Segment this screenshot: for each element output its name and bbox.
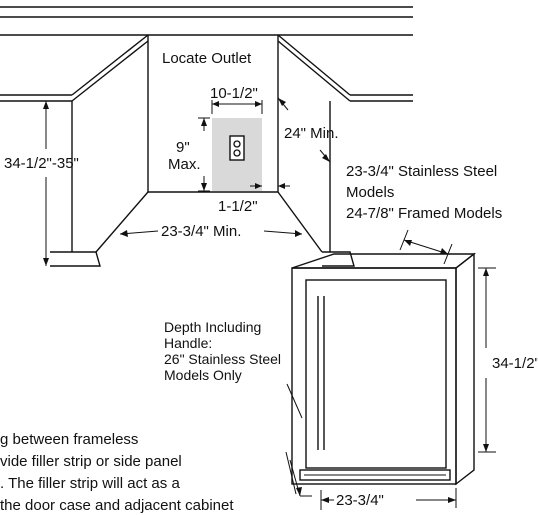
cabinet-opening: [0, 34, 413, 267]
depth-label-line-2: Models: [346, 184, 394, 201]
outlet-icon: [229, 135, 245, 161]
handle-label-line-1: Depth Including: [164, 319, 261, 335]
height-range-label: 34-1/2"-35": [4, 155, 79, 172]
unit-height-label: 34-1/2": [492, 355, 538, 372]
handle-label-line-2: Handle:: [164, 335, 212, 351]
depth-label-line-3: 24-7/8" Framed Models: [346, 205, 502, 222]
note-line-2: vide filler strip or side panel: [0, 453, 182, 470]
opening-width-dimension: [119, 230, 303, 237]
outlet-area: [212, 118, 262, 191]
max-height-word-label: Max.: [168, 156, 201, 173]
side-min-dimension: [277, 97, 331, 163]
note-line-4: the door case and adjacent cabinet: [0, 497, 234, 514]
outlet-width-dimension: [211, 100, 263, 114]
outlet-offset-label: 1-1/2": [218, 198, 258, 215]
note-line-3: . The filler strip will act as a: [0, 475, 180, 492]
handle-depth-dimension: [285, 451, 312, 497]
note-line-1: g between frameless: [0, 431, 138, 448]
handle-label-line-3: 26" Stainless Steel: [164, 351, 281, 367]
max-height-value-label: 9": [176, 139, 190, 156]
max-height-dimension: [198, 117, 210, 192]
unit-height-dimension: [478, 267, 496, 453]
side-min-label: 24" Min.: [284, 125, 339, 142]
unit-depth-dimension: [399, 229, 453, 265]
outlet-width-label: 10-1/2": [210, 85, 258, 102]
handle-label-leader: [286, 383, 303, 419]
locate-outlet-label: Locate Outlet: [162, 50, 252, 67]
unit-width-dimension: [320, 488, 457, 510]
unit-width-label: 23-3/4": [336, 492, 384, 509]
height-range-dimension: [43, 101, 49, 266]
handle-label-line-4: Models Only: [164, 367, 242, 383]
opening-min-label: 23-3/4" Min.: [161, 223, 241, 240]
outlet-offset-dimension: [250, 183, 290, 189]
installation-note: g between frameless vide filler strip or…: [0, 431, 234, 514]
depth-label-line-1: 23-3/4" Stainless Steel: [346, 163, 497, 180]
countertop: [0, 6, 413, 36]
beverage-center-unit: [291, 252, 477, 486]
